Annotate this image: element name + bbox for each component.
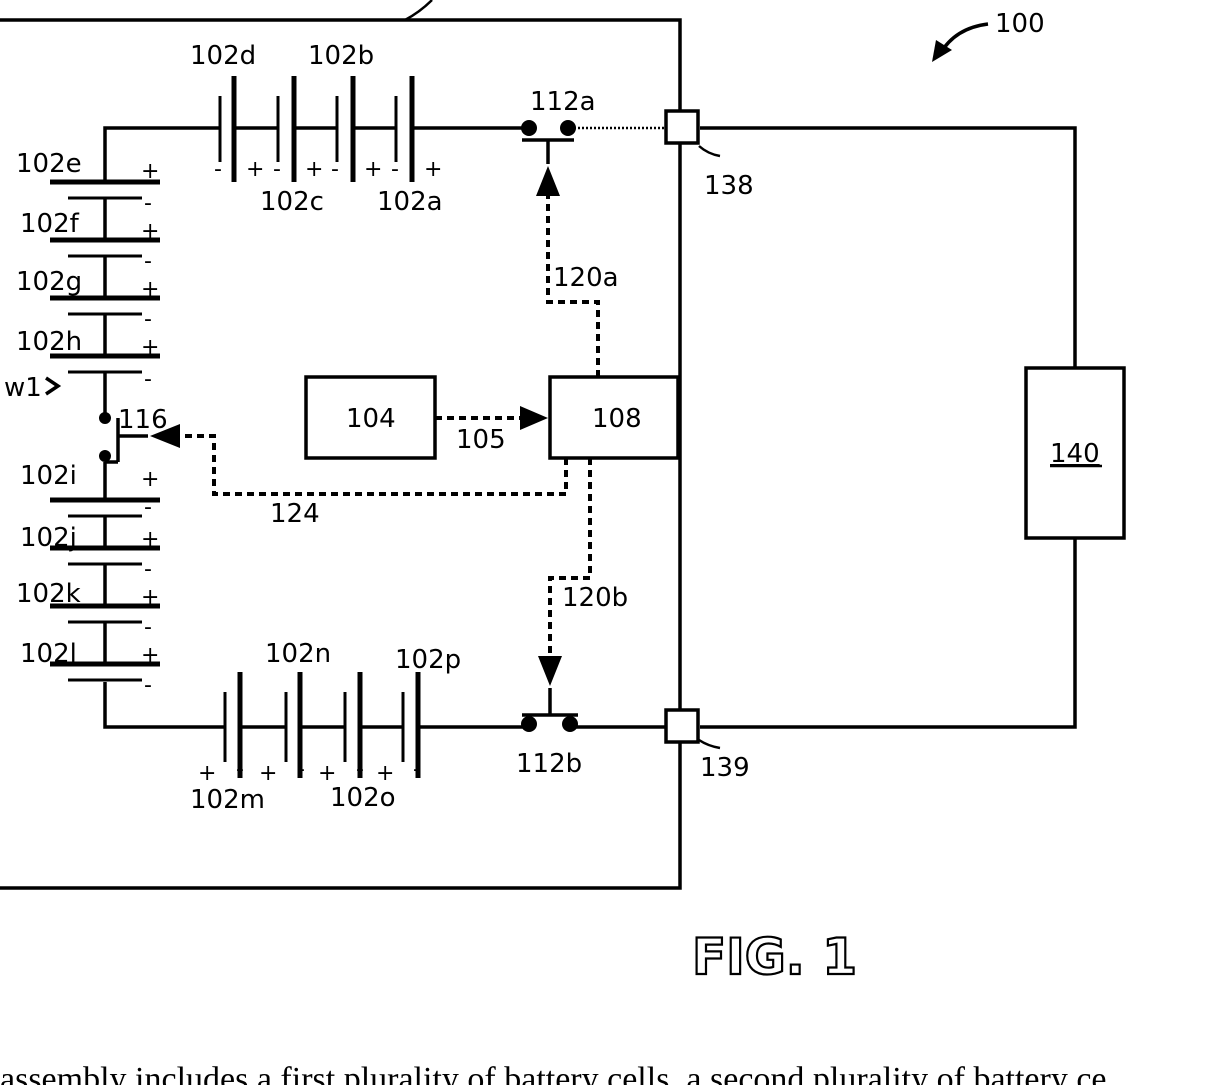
label-102n: 102n: [265, 639, 331, 669]
polarity-plus: +: [376, 761, 394, 786]
polarity-plus: +: [246, 157, 264, 182]
switch-112a: [521, 120, 576, 164]
top-polarity-marks: - + - + - + - +: [214, 157, 442, 182]
leader-138: [699, 146, 720, 156]
label-102k: 102k: [16, 579, 81, 609]
label-102o: 102o: [330, 783, 396, 813]
polarity-plus: +: [318, 761, 336, 786]
polarity-plus: +: [141, 585, 159, 610]
battery-cell-102d: [220, 76, 234, 182]
terminal-138: [666, 111, 698, 143]
left-upper-polarity: + - + - + - + -: [141, 159, 159, 392]
top-string-wire: [105, 128, 668, 166]
label-100: 100: [995, 9, 1045, 39]
label-102f: 102f: [20, 209, 80, 239]
label-102b: 102b: [308, 41, 374, 71]
label-102p: 102p: [395, 645, 461, 675]
polarity-minus: -: [356, 757, 364, 782]
label-102m: 102m: [190, 785, 265, 815]
label-102h: 102h: [16, 327, 82, 357]
battery-cell-102b: [337, 76, 353, 182]
polarity-minus: -: [144, 191, 152, 216]
load-loop-wire: [700, 128, 1075, 727]
polarity-minus: -: [144, 495, 152, 520]
polarity-plus: +: [141, 277, 159, 302]
polarity-minus: -: [144, 307, 152, 332]
label-120b: 120b: [562, 583, 628, 613]
label-102e: 102e: [16, 149, 82, 179]
polarity-plus: +: [141, 643, 159, 668]
polarity-plus: +: [364, 157, 382, 182]
polarity-plus: +: [141, 467, 159, 492]
polarity-minus: -: [144, 249, 152, 274]
polarity-plus: +: [198, 761, 216, 786]
label-116: 116: [118, 405, 168, 435]
polarity-minus: -: [144, 615, 152, 640]
polarity-minus: -: [331, 157, 339, 182]
body-paragraph: assembly includes a first plurality of b…: [0, 1061, 1107, 1085]
label-102i: 102i: [20, 461, 77, 491]
label-102d: 102d: [190, 41, 256, 71]
terminal-139: [666, 710, 698, 742]
bottom-string-wire: [105, 682, 668, 727]
label-112a: 112a: [530, 87, 596, 117]
label-112b: 112b: [516, 749, 582, 779]
label-124: 124: [270, 499, 320, 529]
arrow-head-icon: [520, 406, 548, 430]
leader-139: [699, 740, 720, 748]
polarity-minus: -: [413, 757, 421, 782]
label-102j: 102j: [20, 523, 77, 553]
label-120a: 120a: [553, 263, 619, 293]
polarity-minus: -: [214, 157, 222, 182]
label-108: 108: [592, 404, 642, 434]
label-w1: w1: [4, 373, 42, 403]
switch-112b: [521, 688, 578, 732]
polarity-minus: -: [273, 157, 281, 182]
label-104: 104: [346, 404, 396, 434]
polarity-plus: +: [424, 157, 442, 182]
label-102l: 102l: [20, 639, 77, 669]
polarity-plus: +: [141, 335, 159, 360]
polarity-minus: -: [236, 757, 244, 782]
polarity-minus: -: [297, 757, 305, 782]
polarity-minus: -: [144, 557, 152, 582]
figure-title: FIG. 1: [692, 928, 857, 986]
polarity-minus: -: [144, 367, 152, 392]
arrow-head-icon: [536, 166, 560, 196]
polarity-plus: +: [259, 761, 277, 786]
polarity-plus: +: [141, 159, 159, 184]
polarity-plus: +: [305, 157, 323, 182]
polarity-minus: -: [144, 673, 152, 698]
arrow-head-icon: [538, 656, 562, 686]
polarity-plus: +: [141, 219, 159, 244]
label-140: 140: [1050, 439, 1100, 469]
label-102g: 102g: [16, 267, 82, 297]
label-138: 138: [704, 171, 754, 201]
w1-arrow-icon: [46, 378, 58, 394]
bottom-polarity-marks: + - + - + - + -: [198, 757, 421, 786]
label-105: 105: [456, 425, 506, 455]
label-102a: 102a: [377, 187, 443, 217]
polarity-minus: -: [391, 157, 399, 182]
label-139: 139: [700, 753, 750, 783]
label-102c: 102c: [260, 187, 324, 217]
polarity-plus: +: [141, 527, 159, 552]
